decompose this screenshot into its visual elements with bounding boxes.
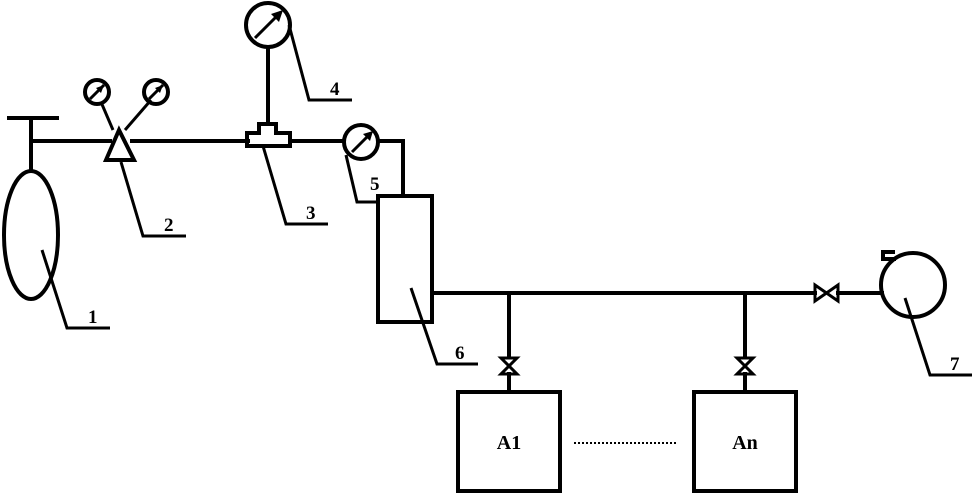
- tee-fitting: 3: [245, 122, 328, 226]
- flow-meter: 5: [342, 123, 405, 204]
- vessel-ellipsis-text: ......................: [623, 469, 629, 471]
- pump-outlet: [881, 250, 896, 261]
- label-6: 6: [455, 343, 465, 364]
- label-5: 5: [370, 174, 380, 195]
- regulator-triangle-icon: [102, 125, 138, 162]
- valve-a1-icon[interactable]: [497, 356, 521, 376]
- label-4: 4: [330, 79, 340, 100]
- leader-line-5: [344, 154, 376, 204]
- gauge-right-icon: [142, 78, 170, 106]
- main-valve-icon[interactable]: [813, 282, 840, 304]
- pressure-regulator: 2: [83, 78, 186, 238]
- vessel-an: [692, 390, 798, 493]
- gauge-right-stem: [123, 99, 153, 131]
- leader-line-2: [119, 161, 186, 238]
- leader-line-1: [40, 249, 110, 330]
- vessel-an-label: An: [732, 432, 758, 454]
- branch-an: An: [692, 291, 798, 493]
- tee-body-icon: [245, 122, 292, 148]
- gauge-left-stem: [99, 101, 115, 131]
- mixing-chamber: 6: [376, 194, 478, 366]
- flowmeter-arrowhead: [363, 131, 373, 141]
- gauge-left-icon: [83, 78, 111, 106]
- pump: 7: [879, 250, 972, 377]
- valve-an-icon[interactable]: [733, 356, 757, 376]
- pressure-gauge: 4: [244, 1, 352, 126]
- label-3: 3: [306, 203, 316, 224]
- vessel-a1: [456, 390, 562, 493]
- gauge-4-arrowhead: [271, 10, 283, 22]
- chamber-body: [376, 194, 434, 324]
- leader-line-4: [287, 24, 352, 102]
- gas-cylinder: 1: [2, 116, 110, 330]
- pipe-flowmeter-chamber: [376, 139, 405, 198]
- label-2: 2: [164, 215, 174, 236]
- pump-icon: [879, 251, 947, 319]
- leader-line-7: [903, 297, 972, 377]
- vessel-a1-label: A1: [497, 432, 521, 454]
- cylinder-body: [2, 169, 60, 301]
- label-1: 1: [88, 307, 98, 328]
- leader-line-6: [409, 287, 478, 366]
- branch-a1: A1: [456, 291, 562, 493]
- label-7: 7: [950, 354, 960, 375]
- leader-line-3: [261, 145, 328, 226]
